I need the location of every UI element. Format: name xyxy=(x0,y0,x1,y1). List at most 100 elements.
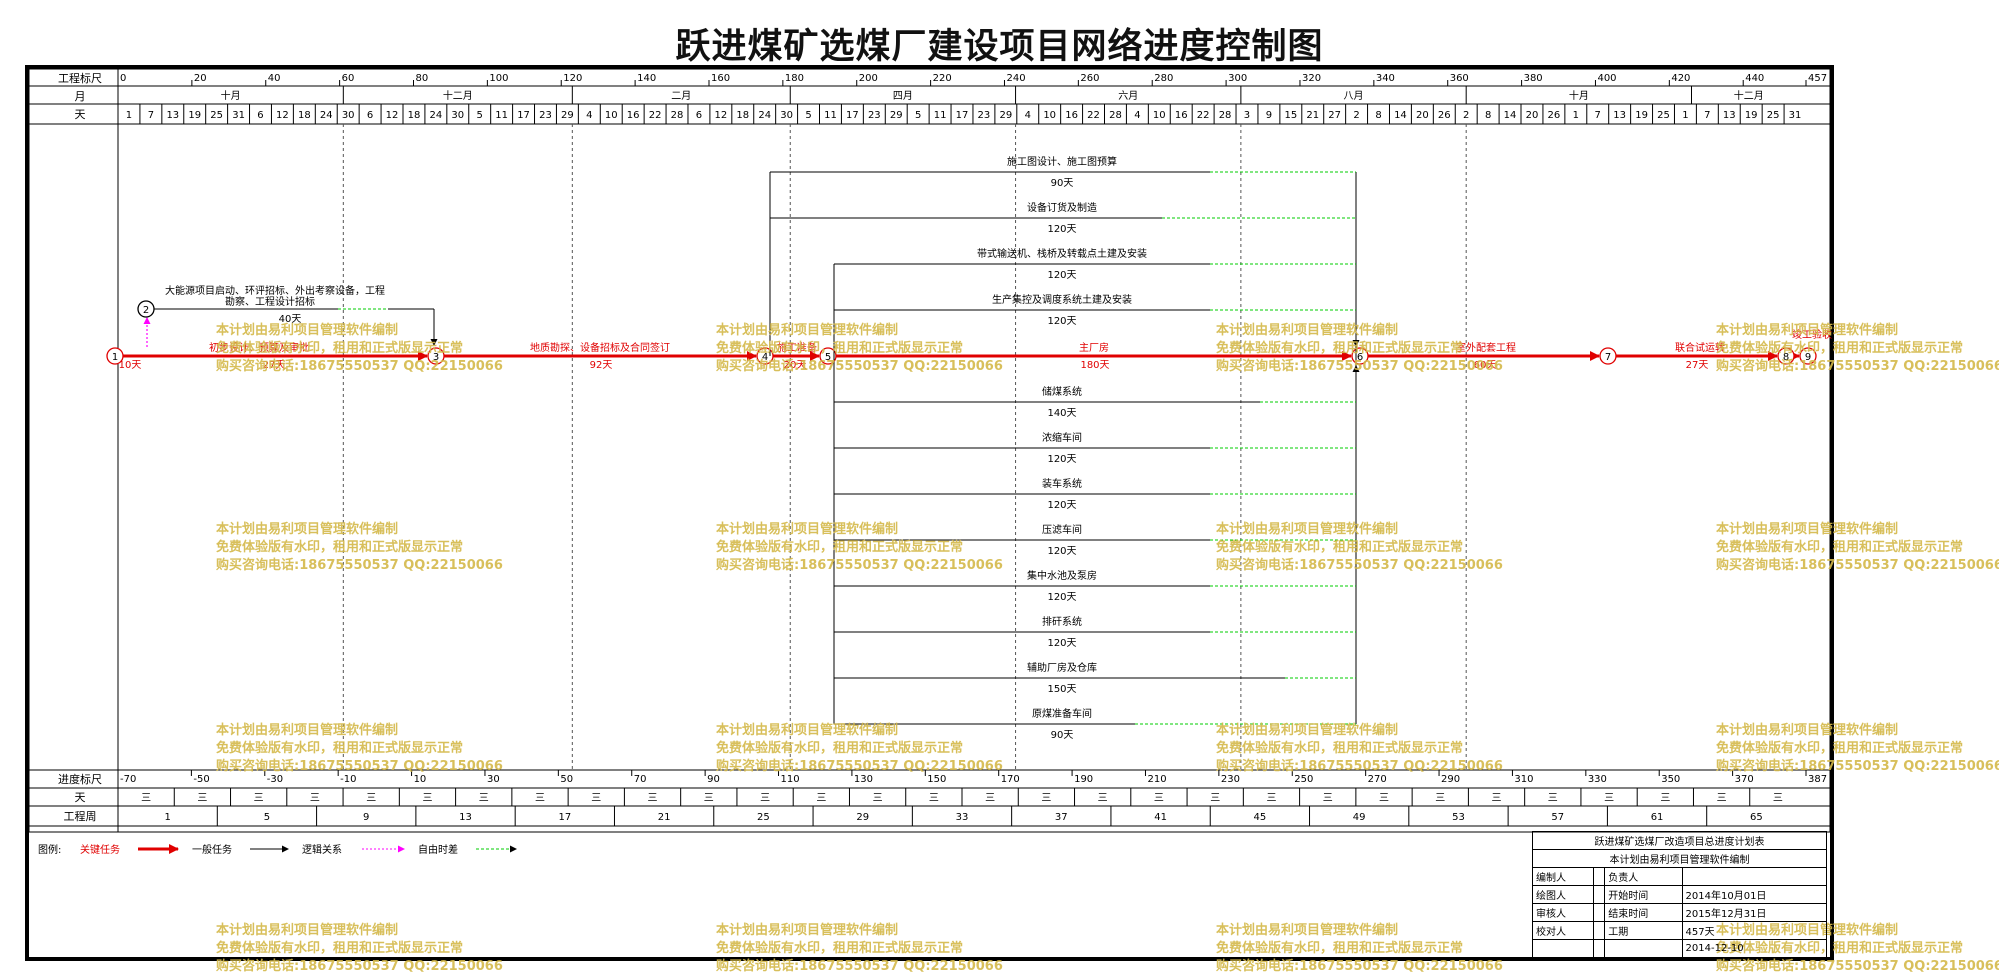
day-label: 6 xyxy=(257,110,263,121)
title-block-sub: 本计划由易利项目管理软件编制 xyxy=(1532,849,1827,868)
week-char: 三 xyxy=(422,793,432,804)
tb-plot: 绘图人 xyxy=(1532,885,1594,904)
node-label-9: 9 xyxy=(1805,352,1811,363)
progress-tick-label: 270 xyxy=(1368,774,1387,785)
legend-general-label: 一般任务 xyxy=(192,843,232,856)
day-label: 7 xyxy=(1595,110,1601,121)
week-char: 三 xyxy=(985,793,995,804)
watermark-text: 购买咨询电话:18675550537 QQ:22150066 xyxy=(216,557,503,573)
week-char: 三 xyxy=(648,793,658,804)
week-char: 三 xyxy=(1435,793,1445,804)
week-number: 45 xyxy=(1254,812,1267,823)
watermark-text: 免费体验版有水印，租用和正式版显示正常 xyxy=(1216,740,1463,756)
day-label: 22 xyxy=(649,110,662,121)
row-label-progress: 进度标尺 xyxy=(58,772,102,786)
task-label-t56i: 压滤车间 xyxy=(1042,523,1082,536)
month-label: 六月 xyxy=(1118,90,1138,102)
node-label-5: 5 xyxy=(825,352,831,363)
day-label: 30 xyxy=(780,110,793,121)
week-number: 61 xyxy=(1651,812,1664,823)
task-label-t56e: 主厂房 xyxy=(1079,341,1109,354)
month-label: 十月 xyxy=(1569,89,1589,102)
row-label-day: 天 xyxy=(75,108,86,121)
watermark-text: 购买咨询电话:18675550537 QQ:22150066 xyxy=(216,758,503,774)
week-char: 三 xyxy=(535,793,545,804)
scale-tick-label: 457 xyxy=(1808,73,1827,84)
day-label: 11 xyxy=(934,110,947,121)
outer-border xyxy=(25,65,1834,961)
week-char: 三 xyxy=(1492,793,1502,804)
progress-tick-label: -10 xyxy=(340,774,356,785)
day-label: 31 xyxy=(232,110,245,121)
week-char: 三 xyxy=(197,793,207,804)
day-label: 28 xyxy=(671,110,684,121)
watermark-text: 本计划由易利项目管理软件编制 xyxy=(1216,322,1398,338)
watermark-text: 购买咨询电话:18675550537 QQ:22150066 xyxy=(1716,358,1999,374)
day-label: 20 xyxy=(1416,110,1429,121)
watermark-text: 本计划由易利项目管理软件编制 xyxy=(1716,521,1898,537)
watermark-text: 本计划由易利项目管理软件编制 xyxy=(1216,722,1398,738)
watermark-text: 购买咨询电话:18675550537 QQ:22150066 xyxy=(1216,557,1503,573)
day-label: 12 xyxy=(386,110,399,121)
watermark-text: 免费体验版有水印，租用和正式版显示正常 xyxy=(716,340,963,356)
tb-start-value: 2014年10月01日 xyxy=(1681,885,1828,904)
task-dur-t12: 40天 xyxy=(279,314,302,325)
progress-tick-label: 250 xyxy=(1294,774,1313,785)
progress-tick-label: 10 xyxy=(414,774,427,785)
task-dur-t56a: 90天 xyxy=(1051,178,1074,189)
week-char: 三 xyxy=(1548,793,1558,804)
watermark-text: 购买咨询电话:18675550537 QQ:22150066 xyxy=(1716,557,1999,573)
day-label: 3 xyxy=(1244,110,1250,121)
scale-tick-label: 20 xyxy=(194,73,207,84)
progress-tick-label: 130 xyxy=(854,774,873,785)
chart-frame xyxy=(25,65,1834,961)
watermark: 本计划由易利项目管理软件编制免费体验版有水印，租用和正式版显示正常购买咨询电话:… xyxy=(216,322,1999,974)
task-label-t56j: 集中水池及泵房 xyxy=(1027,569,1097,582)
week-char: 三 xyxy=(591,793,601,804)
progress-tick-label: -50 xyxy=(193,774,209,785)
scale-tick-label: 420 xyxy=(1671,73,1690,84)
progress-tick-label: 150 xyxy=(927,774,946,785)
title-block-title: 跃进煤矿选煤厂改造项目总进度计划表 xyxy=(1532,831,1827,850)
week-char: 三 xyxy=(929,793,939,804)
watermark-text: 免费体验版有水印，租用和正式版显示正常 xyxy=(716,539,963,555)
week-number: 9 xyxy=(363,812,369,823)
scale-tick-label: 300 xyxy=(1228,73,1247,84)
week-number: 49 xyxy=(1353,812,1366,823)
day-label: 28 xyxy=(1109,110,1122,121)
scale-tick-label: 280 xyxy=(1154,73,1173,84)
tb-date: 2014-12-10 xyxy=(1681,939,1828,958)
task-dur-t56c: 120天 xyxy=(1047,270,1076,281)
progress-tick-label: 90 xyxy=(707,774,720,785)
day-label: 2 xyxy=(1463,110,1469,121)
day-label: 4 xyxy=(1025,110,1031,121)
tb-review: 审核人 xyxy=(1532,903,1594,922)
day-label: 25 xyxy=(1767,110,1780,121)
week-char: 三 xyxy=(310,793,320,804)
day-label: 13 xyxy=(1613,110,1626,121)
task-dur-t56h: 120天 xyxy=(1047,500,1076,511)
week-char: 三 xyxy=(1717,793,1727,804)
legend-float-label: 自由时差 xyxy=(418,843,458,856)
day-label: 5 xyxy=(915,110,921,121)
legend-logic-label: 逻辑关系 xyxy=(302,843,342,856)
task-label-t45: 施工准备 xyxy=(777,341,817,354)
day-label: 16 xyxy=(1175,110,1188,121)
week-char: 三 xyxy=(366,793,376,804)
watermark-text: 购买咨询电话:18675550537 QQ:22150066 xyxy=(1216,358,1503,374)
day-label: 6 xyxy=(696,110,702,121)
scale-tick-label: 120 xyxy=(563,73,582,84)
day-label: 11 xyxy=(495,110,508,121)
watermark-text: 购买咨询电话:18675550537 QQ:22150066 xyxy=(216,358,503,374)
node-label-2: 2 xyxy=(143,305,149,316)
node-label-1: 1 xyxy=(112,352,118,363)
task-dur-t56f: 140天 xyxy=(1047,408,1076,419)
watermark-text: 购买咨询电话:18675550537 QQ:22150066 xyxy=(1716,758,1999,774)
day-label: 17 xyxy=(846,110,859,121)
day-label: 25 xyxy=(1657,110,1670,121)
day-label: 13 xyxy=(166,110,179,121)
page-title: 跃进煤矿选煤厂建设项目网络进度控制图 xyxy=(675,27,1324,67)
watermark-text: 免费体验版有水印，租用和正式版显示正常 xyxy=(1216,940,1463,956)
week-char: 三 xyxy=(1379,793,1389,804)
